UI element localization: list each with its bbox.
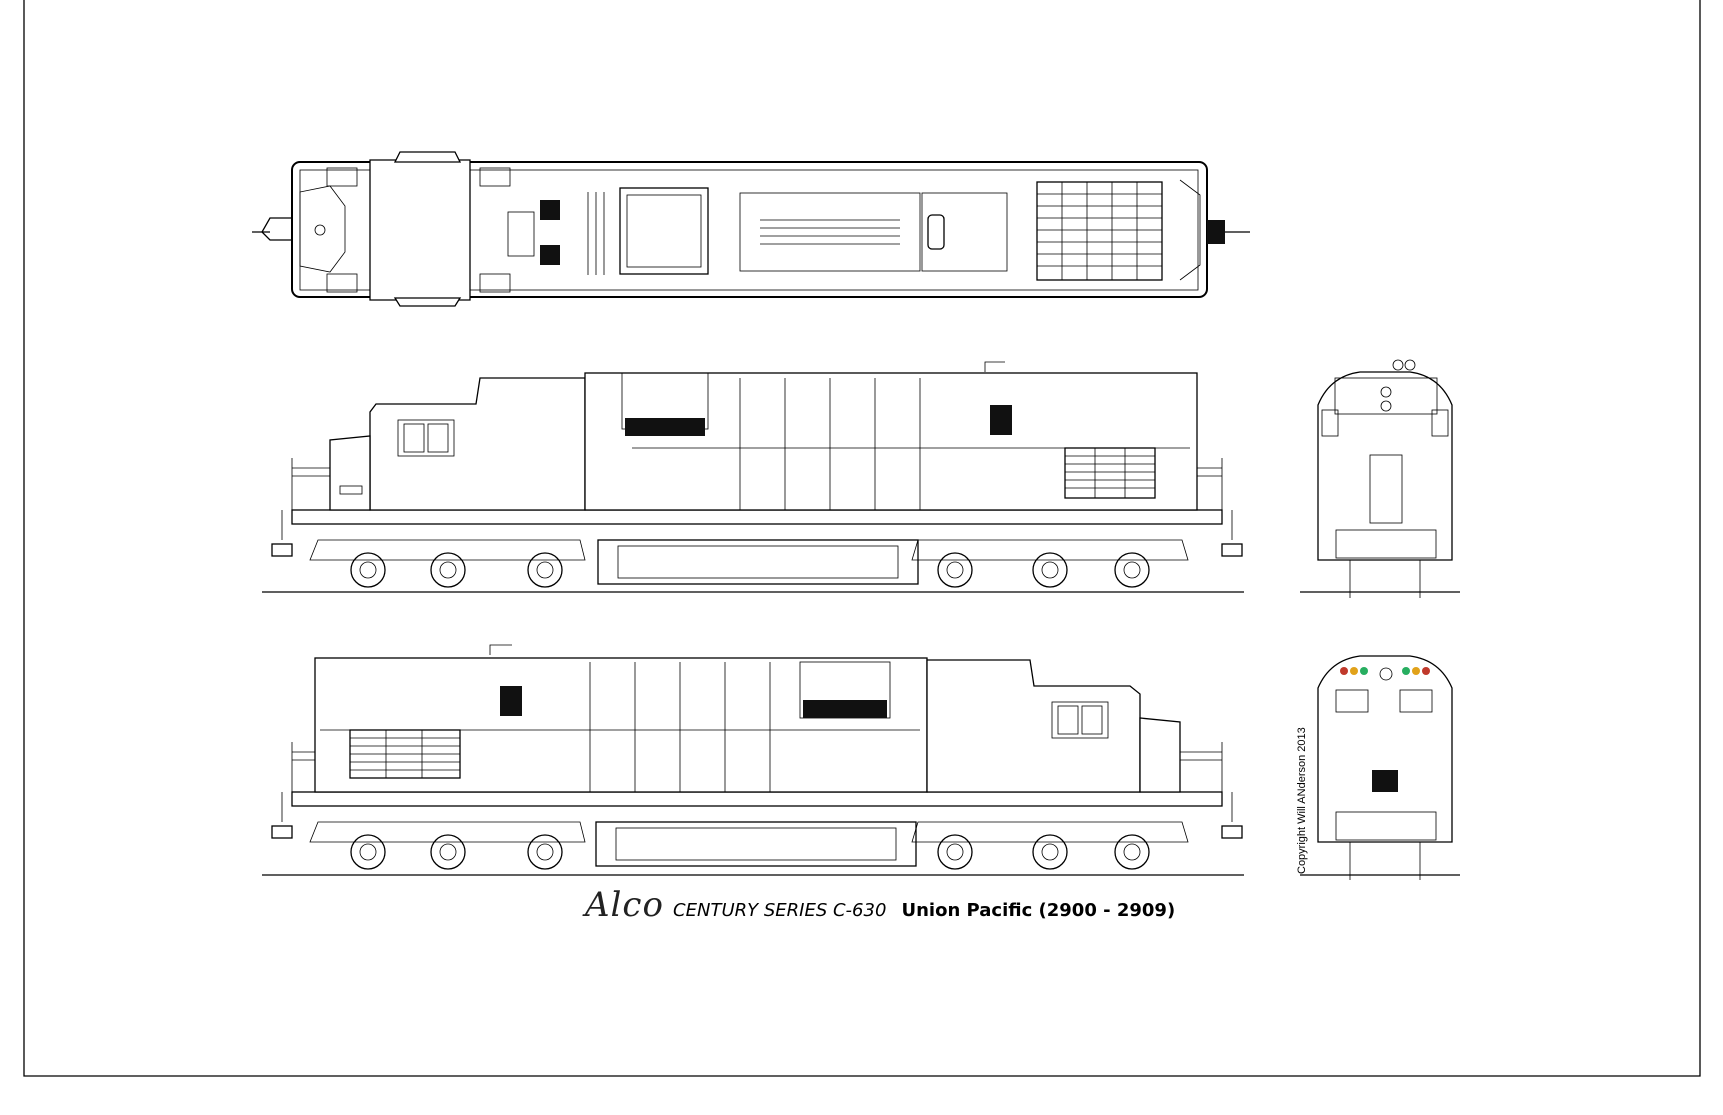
side-view-left [262, 361, 1244, 593]
side-view-right [262, 644, 1244, 876]
sheet-border [23, 0, 1701, 1077]
top-view [252, 151, 1250, 307]
series-label: CENTURY SERIES C-630 [673, 900, 887, 921]
brand-script: Alco [585, 885, 664, 925]
copyright-text: Copyright Will ANderson 2013 [1296, 727, 1308, 874]
rear-end-view [1300, 655, 1460, 880]
drawing-caption: Alco CENTURY SERIES C-630 Union Pacific … [585, 885, 1175, 925]
railroad-label: Union Pacific (2900 - 2909) [901, 900, 1176, 921]
front-end-view [1300, 359, 1460, 598]
